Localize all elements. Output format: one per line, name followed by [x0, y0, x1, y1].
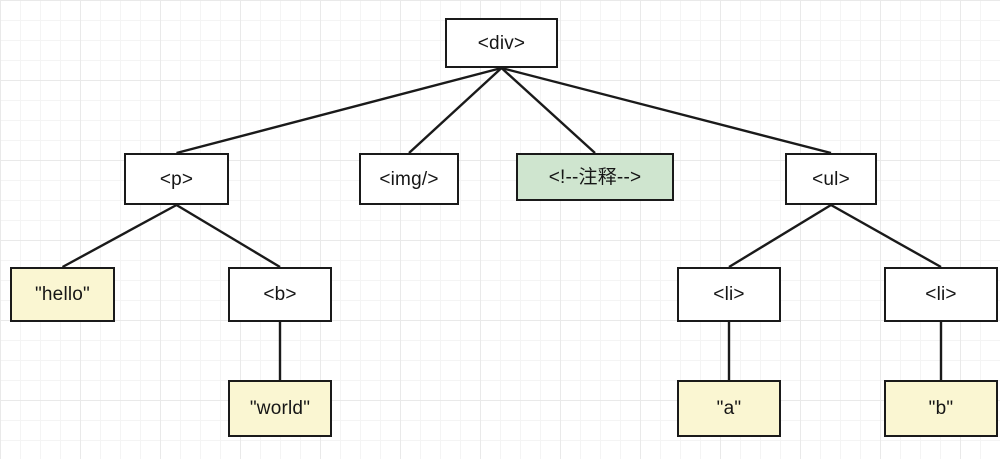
tree-node-label: "hello" — [34, 284, 91, 305]
tree-node-label: <div> — [477, 32, 526, 54]
tree-node-p[interactable]: <p> — [124, 153, 229, 205]
tree-node-ul[interactable]: <ul> — [785, 153, 877, 205]
tree-edge-div-to-p — [176, 66, 502, 155]
tree-edge-p-to-b — [175, 203, 281, 269]
tree-node-cmt[interactable]: <!--注释--> — [516, 153, 674, 201]
tree-edge-p-to-hello — [61, 203, 178, 269]
tree-node-label: <ul> — [812, 168, 850, 190]
tree-node-img[interactable]: <img/> — [359, 153, 459, 205]
tree-node-label: "a" — [716, 398, 742, 419]
tree-node-hello[interactable]: "hello" — [10, 267, 115, 322]
tree-edge-div-to-cmt — [500, 67, 596, 154]
tree-node-label: <img/> — [379, 168, 439, 190]
tree-node-bb[interactable]: "b" — [884, 380, 998, 437]
tree-edge-ul-to-li2 — [830, 203, 942, 269]
tree-node-label: <li> — [925, 284, 957, 305]
tree-node-li1[interactable]: <li> — [677, 267, 781, 322]
tree-node-a[interactable]: "a" — [677, 380, 781, 437]
tree-edge-div-to-img — [408, 67, 503, 154]
tree-node-label: <li> — [713, 284, 745, 305]
tree-edge-div-to-ul — [501, 66, 832, 155]
tree-edge-ul-to-li1 — [728, 203, 832, 269]
edge-group — [61, 66, 943, 380]
tree-node-label: <p> — [159, 168, 194, 190]
tree-node-label: "b" — [928, 398, 954, 419]
tree-node-label: "world" — [249, 398, 311, 419]
tree-node-label: <b> — [263, 284, 297, 305]
tree-node-world[interactable]: "world" — [228, 380, 332, 437]
tree-node-label: <!--注释--> — [548, 166, 642, 188]
tree-node-div[interactable]: <div> — [445, 18, 558, 68]
tree-node-b[interactable]: <b> — [228, 267, 332, 322]
tree-node-li2[interactable]: <li> — [884, 267, 998, 322]
